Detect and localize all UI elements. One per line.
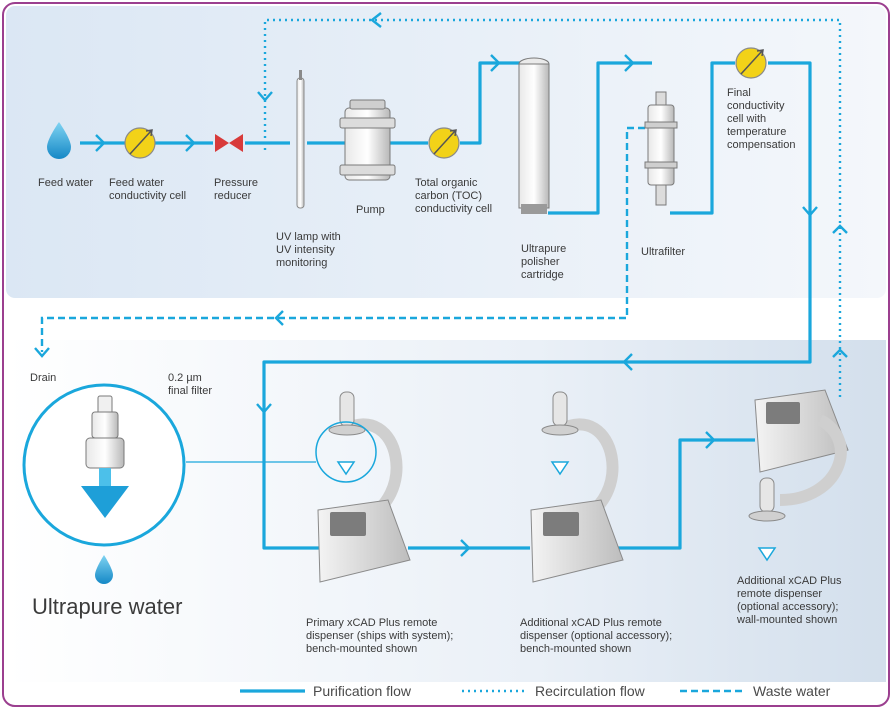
- purification-arrows: [95, 54, 818, 557]
- polisher-cartridge-icon: [518, 57, 550, 214]
- final-filter-magnified-icon: [22, 383, 316, 547]
- waste-arrows: [34, 310, 284, 358]
- waste-line: [40, 126, 645, 352]
- uv-lamp-label: UV lamp with UV intensity monitoring: [276, 231, 344, 269]
- legend-purification-label: Purification flow: [313, 683, 412, 699]
- ultrafilter-label: Ultrafilter: [641, 246, 685, 258]
- toc-label: Total organic carbon (TOC) conductivity …: [415, 177, 492, 215]
- feed-water-label: Feed water: [38, 177, 93, 189]
- uv-lamp-icon: [296, 70, 305, 209]
- final-conductivity-cell-icon: [735, 47, 767, 79]
- feed-cond-label: Feed water conductivity cell: [109, 177, 186, 202]
- pressure-reducer-valve-icon: [215, 134, 243, 152]
- dispenser1-label: Primary xCAD Plus remote dispenser (ship…: [306, 617, 456, 655]
- primary-dispenser-icon: [315, 391, 411, 583]
- recirculation-arrows: [257, 12, 848, 358]
- legend-recirculation-label: Recirculation flow: [535, 683, 646, 699]
- additional-dispenser-bench-icon: [530, 391, 624, 583]
- feed-conductivity-cell-icon: [124, 127, 156, 159]
- legend: Purification flow Recirculation flow Was…: [240, 683, 831, 699]
- drain-label: Drain: [30, 372, 56, 384]
- ultrafilter-icon: [644, 91, 678, 206]
- dispenser3-label: Additional xCAD Plus remote dispenser (o…: [736, 575, 845, 626]
- toc-conductivity-cell-icon: [428, 127, 460, 159]
- recirculation-loop: [263, 18, 842, 400]
- dispenser2-label: Additional xCAD Plus remote dispenser (o…: [520, 617, 675, 655]
- pump-icon: [339, 99, 396, 181]
- legend-waste-label: Waste water: [753, 683, 831, 699]
- final-filter-label: 0.2 µm final filter: [168, 372, 212, 397]
- ultrapure-water-drop-icon: [95, 555, 113, 584]
- pressure-reducer-label: Pressure reducer: [214, 177, 261, 202]
- ultrapure-water-label: Ultrapure water: [32, 594, 182, 619]
- additional-dispenser-wall-icon: [748, 389, 849, 562]
- polisher-label: Ultrapure polisher cartridge: [521, 243, 569, 281]
- final-cond-label: Final conductivity cell with temperature…: [727, 87, 796, 151]
- pump-label: Pump: [356, 204, 385, 216]
- water-drop-icon: [47, 122, 71, 159]
